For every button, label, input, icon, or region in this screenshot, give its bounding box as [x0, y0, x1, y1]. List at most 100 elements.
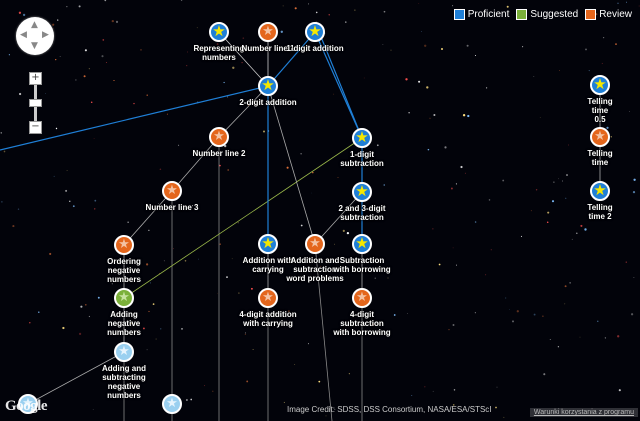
- star-dot: [88, 68, 90, 70]
- star-dot: [52, 23, 55, 26]
- star-dot: [224, 147, 226, 148]
- exercise-label[interactable]: 2 and 3-digit subtraction: [338, 204, 386, 222]
- star-dot: [315, 11, 318, 14]
- star-dot: [231, 258, 233, 260]
- pan-right-icon[interactable]: ▶: [42, 30, 49, 40]
- exercise-label[interactable]: Telling time 2: [587, 203, 613, 221]
- pan-up-icon[interactable]: ▲: [31, 20, 38, 30]
- star-dot: [535, 189, 538, 191]
- star-dot: [337, 177, 339, 178]
- prerequisite-edge: [0, 85, 269, 151]
- star-dot: [187, 51, 188, 53]
- star-dot: [111, 283, 113, 285]
- exercise-node-addition-with-carrying[interactable]: ★: [258, 234, 278, 254]
- star-dot: [393, 314, 396, 316]
- zoom-out-button[interactable]: −: [29, 121, 42, 134]
- exercise-node-telling-time-2[interactable]: ★: [590, 181, 610, 201]
- star-dot: [564, 303, 566, 305]
- pan-down-icon[interactable]: ▼: [31, 41, 38, 51]
- exercise-label[interactable]: 4-digit addition with carrying: [239, 310, 297, 328]
- star-dot: [227, 169, 230, 171]
- exercise-node-1-digit-subtraction[interactable]: ★: [352, 128, 372, 148]
- star-dot: [547, 211, 550, 214]
- exercise-label[interactable]: 1-digit subtraction: [340, 150, 384, 168]
- star-dot: [562, 180, 563, 182]
- exercise-node-bottom-left-node[interactable]: ★: [18, 394, 38, 414]
- exercise-node-4-digit-addition-carrying[interactable]: ★: [258, 288, 278, 308]
- zoom-slider-handle[interactable]: [29, 99, 42, 107]
- exercise-label[interactable]: Subtraction with borrowing: [333, 256, 391, 274]
- terms-of-use-link[interactable]: Warunki korzystania z programu: [529, 408, 638, 417]
- exercise-label[interactable]: Number line 1: [241, 44, 295, 53]
- star-dot: [300, 153, 302, 155]
- exercise-node-adding-negative-numbers[interactable]: ★: [114, 288, 134, 308]
- exercise-node-bottom-node[interactable]: ★: [162, 394, 182, 414]
- star-dot: [579, 336, 581, 338]
- star-dot: [626, 1, 627, 3]
- exercise-node-4-digit-subtraction-borrowing[interactable]: ★: [352, 288, 372, 308]
- exercise-label[interactable]: Telling time: [587, 149, 613, 167]
- zoom-slider-track-lower[interactable]: [34, 107, 37, 121]
- star-dot: [452, 247, 454, 249]
- star-dot: [178, 144, 180, 146]
- exercise-label[interactable]: 1-digit addition: [286, 44, 344, 53]
- star-dot: [452, 5, 454, 7]
- exercise-label[interactable]: Addition and subtraction word problems: [286, 256, 344, 283]
- star-dot: [580, 224, 583, 227]
- star-dot: [113, 79, 115, 82]
- star-dot: [488, 199, 491, 201]
- star-dot: [610, 136, 612, 138]
- star-dot: [160, 328, 162, 330]
- exercise-label[interactable]: Telling time 0.5: [587, 97, 613, 124]
- star-dot: [185, 399, 188, 401]
- star-icon: ★: [166, 183, 178, 198]
- exercise-label[interactable]: Addition with carrying: [242, 256, 294, 274]
- exercise-node-addition-subtraction-word-problems[interactable]: ★: [305, 234, 325, 254]
- prerequisite-edge: [267, 31, 316, 87]
- star-dot: [618, 389, 621, 392]
- exercise-label[interactable]: Ordering negative numbers: [107, 257, 141, 284]
- star-dot: [564, 285, 567, 288]
- exercise-node-number-line-2[interactable]: ★: [209, 127, 229, 147]
- zoom-slider-track[interactable]: [34, 85, 37, 99]
- exercise-label[interactable]: 2-digit addition: [239, 98, 297, 107]
- star-dot: [250, 287, 253, 290]
- exercise-node-2-digit-addition[interactable]: ★: [258, 76, 278, 96]
- exercise-label[interactable]: Adding negative numbers: [107, 310, 141, 337]
- exercise-node-adding-subtracting-negative-numbers[interactable]: ★: [114, 342, 134, 362]
- star-dot: [105, 62, 107, 63]
- star-dot: [495, 406, 497, 409]
- exercise-node-number-line-1[interactable]: ★: [258, 22, 278, 42]
- star-dot: [617, 335, 620, 338]
- star-dot: [163, 260, 165, 262]
- star-dot: [244, 332, 246, 334]
- star-dot: [286, 166, 289, 169]
- star-dot: [474, 54, 477, 57]
- legend-item-review: Review: [585, 9, 632, 20]
- star-dot: [383, 10, 386, 13]
- star-dot: [444, 146, 447, 149]
- exercise-node-number-line-3[interactable]: ★: [162, 181, 182, 201]
- exercise-node-1-digit-addition[interactable]: ★: [305, 22, 325, 42]
- exercise-node-representing-numbers[interactable]: ★: [209, 22, 229, 42]
- pan-left-icon[interactable]: ◀: [20, 30, 27, 40]
- exercise-node-ordering-negative-numbers[interactable]: ★: [114, 235, 134, 255]
- exercise-node-telling-time-0-5[interactable]: ★: [590, 75, 610, 95]
- star-dot: [557, 178, 559, 180]
- pan-control[interactable]: ▲ ▼ ◀ ▶: [16, 17, 54, 55]
- star-dot: [173, 248, 174, 250]
- star-icon: ★: [262, 290, 274, 305]
- exercise-label[interactable]: 4-digit subtraction with borrowing: [333, 310, 391, 337]
- zoom-in-button[interactable]: +: [29, 72, 42, 85]
- exercise-label[interactable]: Number line 3: [145, 203, 199, 212]
- exercise-label[interactable]: Representing numbers: [193, 44, 245, 62]
- exercise-node-subtraction-with-borrowing[interactable]: ★: [352, 234, 372, 254]
- exercise-label[interactable]: Adding and subtracting negative numbers: [102, 364, 146, 400]
- exercise-node-2-and-3-digit-subtraction[interactable]: ★: [352, 182, 372, 202]
- exercise-label[interactable]: Number line 2: [192, 149, 246, 158]
- star-dot: [382, 207, 384, 209]
- exercise-node-telling-time[interactable]: ★: [590, 127, 610, 147]
- star-dot: [566, 174, 568, 176]
- star-dot: [625, 261, 627, 263]
